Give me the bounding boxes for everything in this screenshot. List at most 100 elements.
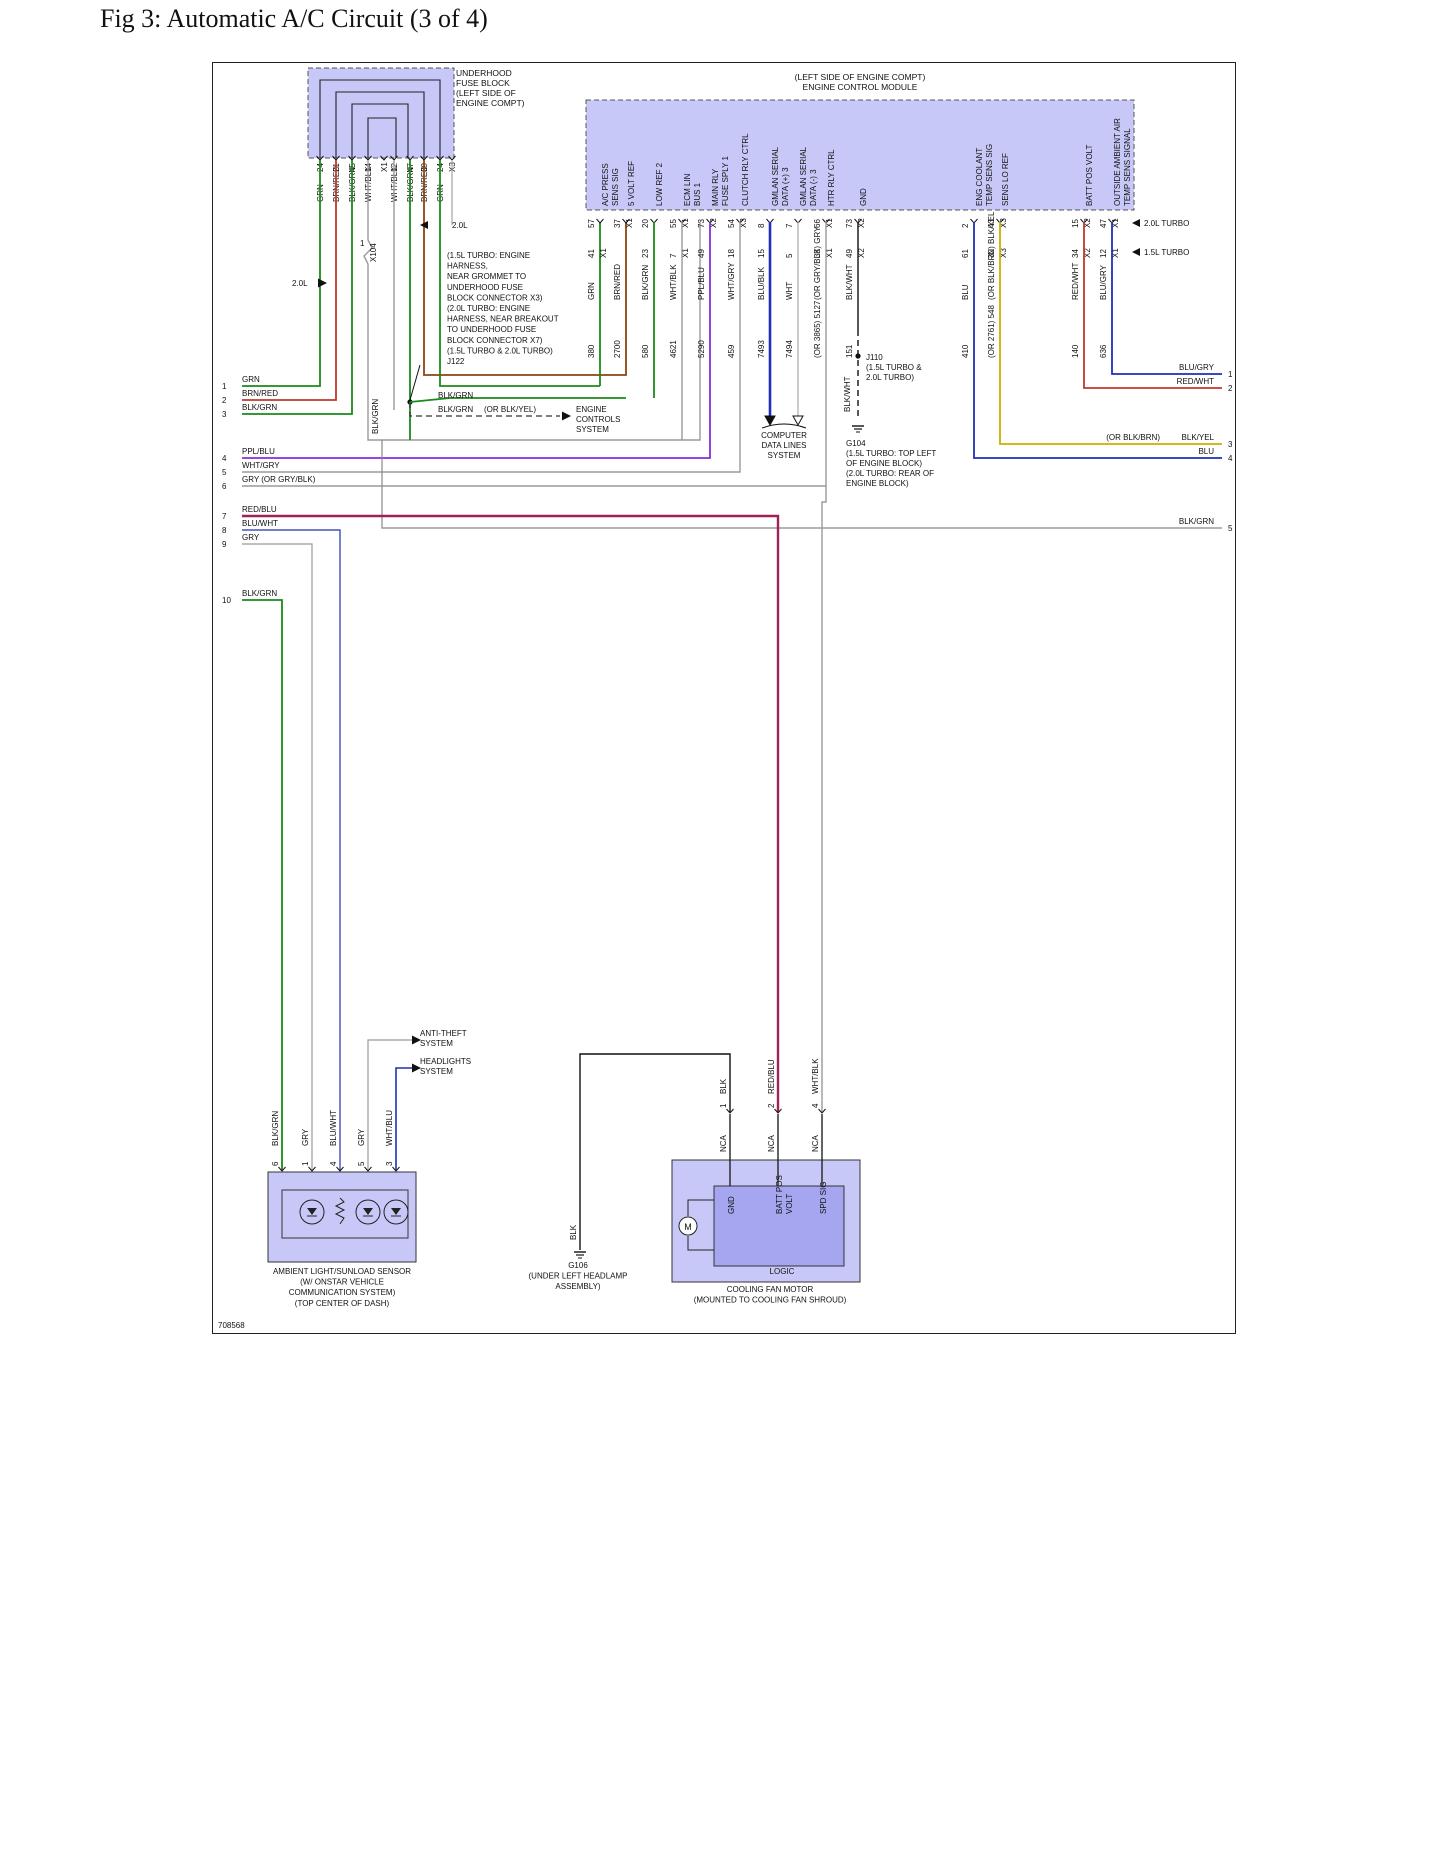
sensor-label: COMMUNICATION SYSTEM) — [289, 1288, 396, 1297]
right-connector-wire: BLK/GRN — [1179, 517, 1214, 526]
left-connector-wire: WHT/GRY — [242, 461, 280, 470]
j122-wire-alt: (OR BLK/YEL) — [484, 405, 536, 414]
ecm-wire-color: (OR GRY/BLK) GRY — [813, 226, 822, 300]
left-connector-wire: GRY (OR GRY/BLK) — [242, 475, 316, 484]
right-connector-wire: BLU — [1198, 447, 1214, 456]
fan-nca-label: NCA — [811, 1134, 820, 1152]
ecm-pin-name: SENS SIG — [611, 168, 620, 206]
ecm-wire-color: RED/WHT — [1071, 263, 1080, 300]
ecm-circuit-number: 7493 — [757, 340, 766, 358]
left-connector-number: 7 — [222, 512, 227, 521]
fuse-block-pin — [380, 155, 388, 161]
ecm-connector: X1 — [1111, 218, 1120, 228]
ecm-pin-number: 15 — [1071, 219, 1080, 228]
sensor-wire-label: GRY — [357, 1128, 366, 1146]
figure-id: 708568 — [218, 1321, 245, 1330]
left-connector-number: 2 — [222, 396, 227, 405]
motor-lead — [687, 1199, 714, 1216]
ecm-pin-number: 37 — [613, 219, 622, 228]
sensor-wire-label: GRY — [301, 1128, 310, 1146]
ecm-pin-name: DATA (+) 3 — [781, 167, 790, 206]
j122-leader — [409, 364, 421, 401]
ecm-pin-name: GND — [859, 188, 868, 206]
wire-redblu-7 — [242, 514, 780, 1112]
sensor-label: (TOP CENTER OF DASH) — [295, 1299, 390, 1308]
wire-grn-1 — [242, 160, 321, 387]
ecm-pin-name: TEMP SENS SIGNAL — [1123, 128, 1132, 206]
left-connector-number: 10 — [222, 596, 231, 605]
wire-gry-antitheft — [367, 1039, 412, 1170]
wire-blk-g106 — [579, 1053, 731, 1250]
wire-engine-controls — [409, 402, 560, 417]
wire-blugry-r1 — [1111, 222, 1222, 375]
j122-note: (2.0L TURBO: ENGINE — [447, 304, 530, 313]
fan-pin — [818, 1108, 826, 1114]
note-2-0l: 2.0L — [452, 221, 468, 230]
ecm-pin-name: DATA (-) 3 — [809, 169, 818, 206]
j122-note: BLOCK CONNECTOR X7) — [447, 336, 543, 345]
ecm-connector: X1 — [625, 218, 634, 228]
j122-note: UNDERHOOD FUSE — [447, 283, 523, 292]
ecm-pin-name: TEMP SENS SIG — [985, 144, 994, 206]
left-connector-wire: BLK/GRN — [242, 403, 277, 412]
ecm-wire-color: BLU — [961, 284, 970, 300]
sensor-pin-number: 5 — [357, 1161, 366, 1166]
headlights-note: SYSTEM — [420, 1067, 453, 1076]
fan-pin-name: GND — [727, 1196, 736, 1214]
j122-note: J122 — [447, 357, 465, 366]
wire-blkgrn-r5 — [381, 440, 1222, 529]
ecm-connector: X1 — [681, 218, 690, 228]
j110-splice — [855, 353, 861, 359]
ecm-pin-number-2: 61 — [961, 249, 970, 258]
sensor-pin-number: 3 — [385, 1161, 394, 1166]
sensor-pin — [278, 1166, 286, 1172]
ecm-pin-number: 7 — [785, 223, 794, 228]
fuse-block-bus — [351, 103, 409, 158]
right-connector-number: 2 — [1228, 384, 1233, 393]
j122-note: BLOCK CONNECTOR X3) — [447, 293, 543, 302]
ecm-pin — [622, 218, 630, 224]
left-connector-number: 9 — [222, 540, 227, 549]
ecm-pin-name: SENS LO REF — [1001, 153, 1010, 206]
ecm-wire-color: BLU/GRY — [1099, 264, 1108, 300]
note-1-5l-turbo: 1.5L TURBO — [1144, 248, 1189, 257]
arrow-right-icon — [318, 278, 327, 288]
g106-label: (UNDER LEFT HEADLAMP — [529, 1272, 628, 1281]
x104-label: X104 — [369, 243, 378, 262]
g104-note: OF ENGINE BLOCK) — [846, 459, 922, 468]
wire-whtblu-headlights — [395, 1067, 412, 1170]
ecm-wire-color: WHT/GRY — [727, 262, 736, 300]
ecm-wire-color: BLU/BLK — [757, 266, 766, 300]
headlights-note: HEADLIGHTS — [420, 1057, 471, 1066]
g104-note: (2.0L TURBO: REAR OF — [846, 469, 934, 478]
engine-control-module — [585, 99, 1135, 211]
left-connector-number: 4 — [222, 454, 227, 463]
fan-pin-number: 4 — [811, 1103, 820, 1108]
j110-note: J110 — [866, 353, 883, 362]
fuse-block-label: UNDERHOOD — [456, 68, 512, 78]
wire-blkgrn-3 — [242, 160, 353, 415]
ecm-connector-2: X1 — [825, 248, 834, 258]
sensor-label: (W/ ONSTAR VEHICLE — [300, 1278, 384, 1287]
left-connector-wire: RED/BLU — [242, 505, 277, 514]
ecm-pin-number-2: 41 — [587, 249, 596, 258]
photodiode-icon — [307, 1208, 317, 1215]
ecm-pin-number: 43 — [987, 219, 996, 228]
ecm-circuit-number: 4621 — [669, 340, 678, 358]
arrow-right-icon — [562, 411, 571, 421]
ecm-circuit-number: (OR 2761) 548 — [987, 305, 996, 358]
motor-icon — [678, 1216, 698, 1236]
fan-wire-label: BLK — [719, 1078, 728, 1094]
ecm-pin-number-2: 33 — [813, 249, 822, 258]
ecm-connector: X2 — [709, 218, 718, 228]
sensor-pin — [364, 1166, 372, 1172]
ecm-connector: X3 — [739, 218, 748, 228]
right-connector-number: 3 — [1228, 440, 1233, 449]
j122-note: (1.5L TURBO: ENGINE — [447, 251, 530, 260]
fan-pin — [726, 1108, 734, 1114]
fan-pin-name: VOLT — [785, 1194, 794, 1214]
g104-note: ENGINE BLOCK) — [846, 479, 909, 488]
data-lines-note: DATA LINES — [761, 441, 806, 450]
fuse-block-bus — [335, 91, 425, 158]
wire-bluwht-8 — [242, 529, 341, 1170]
